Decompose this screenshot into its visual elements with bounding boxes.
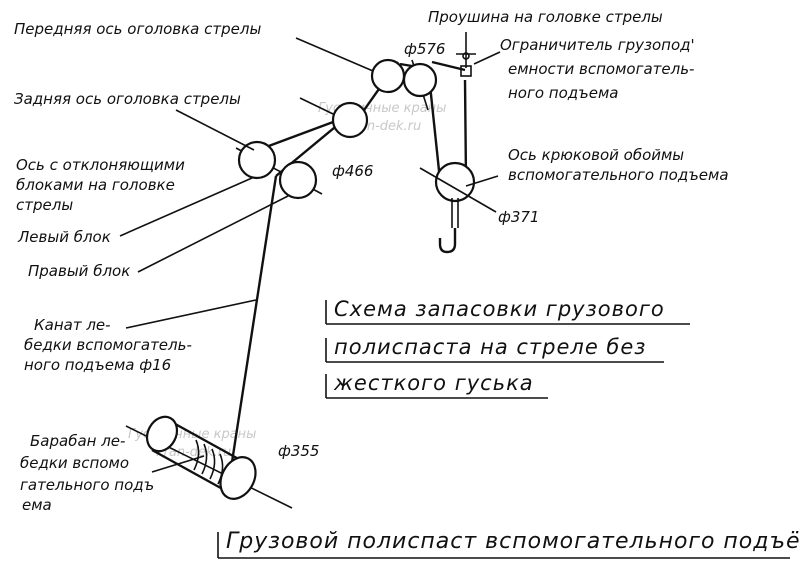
hook-block — [419, 161, 497, 254]
leader-drum — [151, 455, 205, 473]
label-d466: ф466 — [332, 162, 373, 180]
label-drum-2: бедки вспомо — [20, 454, 129, 472]
label-drum-3: гательного подъ — [20, 476, 154, 494]
label-deflect-1: Ось с отклоняющими — [16, 156, 185, 174]
front-axle-line — [295, 37, 381, 75]
label-eye: Проушина на головке стрелы — [428, 8, 663, 26]
leader-deflect — [175, 109, 255, 151]
label-drum-4: ема — [22, 496, 52, 514]
label-d371: ф371 — [498, 208, 539, 226]
label-front-axle: Передняя ось оголовка стрелы — [14, 20, 261, 38]
rope-limiter-to-hook-block — [463, 79, 468, 181]
label-d355: ф355 — [278, 442, 319, 460]
scheme-title-line-2: полиспаста на стреле без — [334, 335, 646, 359]
left-block — [237, 140, 277, 180]
label-rear-axle: Задняя ось оголовка стрелы — [14, 90, 241, 108]
scheme-title-line-3: жесткого гуська — [333, 371, 534, 395]
leader-left-block — [119, 177, 253, 237]
label-rope-3: ного подъема ф16 — [24, 356, 171, 374]
label-limiter-2: емности вспомогатель- — [508, 60, 694, 78]
label-limiter-1: Ограничитель грузопод' — [500, 36, 695, 54]
label-rope-2: бедки вспомогатель- — [24, 336, 192, 354]
right-block — [278, 160, 318, 200]
label-deflect-2: блоками на головке — [16, 176, 175, 194]
sheave-576 — [402, 62, 438, 98]
leader-rope — [125, 299, 257, 329]
scheme-title-line-1: Схема запасовки грузового — [334, 297, 665, 321]
leader-hook-axle — [465, 175, 499, 187]
leader-right-block — [137, 195, 289, 273]
watermark-lower-2: kran-dek.ru — [156, 445, 231, 460]
rear-sheave — [331, 101, 369, 139]
bottom-title: Грузовой полиспаст вспомогательного подъ… — [226, 529, 800, 554]
label-hook-axle-2: вспомогательного подъема — [508, 166, 729, 184]
leader-limiter — [473, 51, 501, 65]
label-left-block: Левый блок — [17, 228, 111, 246]
label-drum-1: Барабан ле- — [30, 432, 125, 450]
label-limiter-3: ного подъема — [508, 84, 619, 102]
front-sheave — [370, 58, 406, 94]
rope-576-to-eye — [431, 60, 466, 72]
scheme-title: Схема запасовки грузового полиспаста на … — [325, 297, 690, 399]
label-rope-1: Канат ле- — [34, 316, 111, 334]
label-hook-axle-1: Ось крюковой обоймы — [508, 146, 684, 164]
label-deflect-3: стрелы — [16, 196, 73, 214]
label-d576: ф576 — [404, 40, 445, 58]
label-right-block: Правый блок — [28, 262, 130, 280]
winch-drum — [125, 415, 293, 509]
load-limiter — [456, 44, 476, 77]
rope-drum-to-right-block — [230, 175, 278, 463]
